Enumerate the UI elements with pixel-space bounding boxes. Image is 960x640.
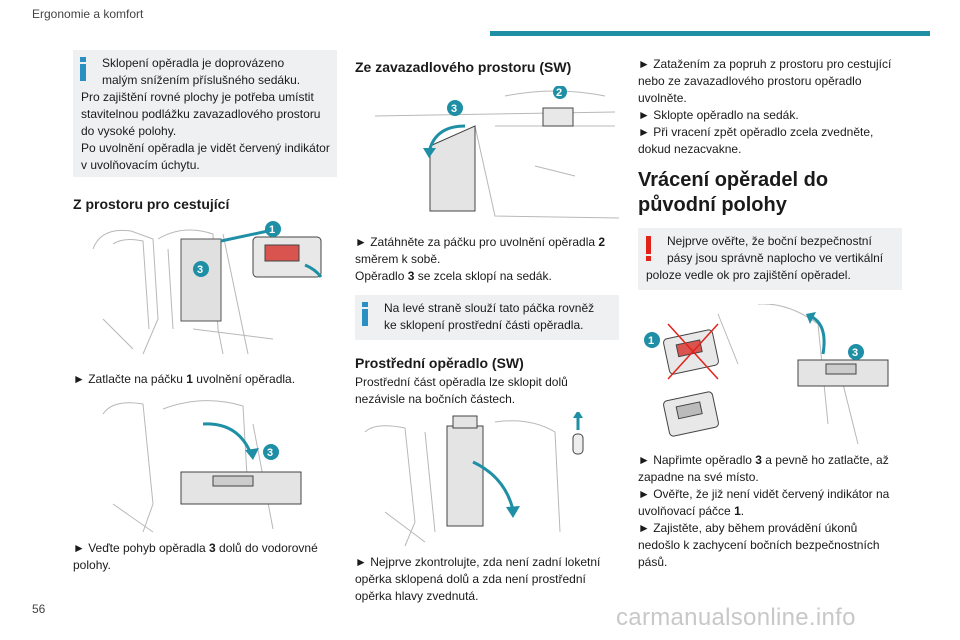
- watermark: carmanualsonline.info: [616, 604, 856, 631]
- section-heading: Z prostoru pro cestující: [73, 196, 230, 212]
- step-fold-seatback: ► Sklopte opěradlo na sedák.: [638, 108, 799, 122]
- note-line-2: ke sklopení prostřední části opěradla.: [384, 318, 584, 332]
- step-release-strap: ► Zatažením za popruh z prostoru pro ces…: [638, 57, 892, 105]
- note-line-1: Sklopení opěradla je doprovázeno: [102, 56, 285, 70]
- step-raise-seatback: ► Při vracení zpět opěradlo zcela zvedně…: [638, 125, 874, 156]
- badge-3: 3: [852, 347, 858, 359]
- badge-2: 2: [556, 87, 562, 99]
- figure-return-seatback: 3 1: [644, 304, 889, 445]
- step-check-armrest: ► Nejprve zkontrolujte, zda není zadní l…: [355, 555, 601, 603]
- badge-3: 3: [197, 264, 203, 276]
- note-line-2: malým snížením příslušného sedáku.: [102, 73, 301, 87]
- step-check-belts: ► Zajistěte, aby během provádění úkonů n…: [638, 521, 880, 569]
- step-seatback-folds: Opěradlo 3 se zcela sklopí na sedák.: [355, 269, 552, 283]
- badge-1: 1: [648, 335, 654, 347]
- info-note: Na levé straně slouží tato páčka rovněž …: [355, 295, 619, 340]
- column-middle: Ze zavazadlového prostoru (SW) 3 2 ► Zat…: [355, 50, 619, 605]
- figure-middle-seatback: [364, 412, 584, 547]
- note-paragraph-1: Pro zajištění rovné plochy je potřeba um…: [81, 90, 321, 138]
- note-line-1: Na levé straně slouží tato páčka rovněž: [384, 301, 595, 315]
- header-accent-bar: [490, 31, 930, 36]
- step-pull-lever: ► Zatáhněte za páčku pro uvolnění opěrad…: [355, 235, 606, 266]
- section-heading: Prostřední opěradlo (SW): [355, 355, 524, 371]
- figure-seatback-folded: 3: [102, 400, 302, 533]
- column-left: Sklopení opěradla je doprovázeno malým s…: [73, 50, 337, 574]
- paragraph-middle-seatback: Prostřední část opěradla lze sklopit dol…: [355, 375, 568, 406]
- info-icon: [362, 302, 368, 326]
- step-push-lever: ► Zatlačte na páčku 1 uvolnění opěradla.: [73, 372, 296, 386]
- figure-trunk-release: 3 2: [374, 86, 619, 219]
- info-note: Sklopení opěradla je doprovázeno malým s…: [73, 50, 337, 177]
- warning-line-2: pásy jsou správně naplocho ve vertikální: [667, 251, 884, 265]
- page-number: 56: [32, 602, 46, 616]
- badge-1: 1: [269, 224, 275, 236]
- section-heading: Ze zavazadlového prostoru (SW): [355, 59, 572, 75]
- warning-note: Nejprve ověřte, že boční bezpečnostní pá…: [638, 228, 902, 290]
- info-icon: [80, 57, 86, 81]
- note-paragraph-2: Po uvolnění opěradla je vidět červený in…: [81, 141, 330, 172]
- badge-3: 3: [451, 103, 457, 115]
- column-right: ► Zatažením za popruh z prostoru pro ces…: [638, 50, 902, 571]
- step-guide-seatback: ► Veďte pohyb opěradla 3 dolů do vodorov…: [73, 541, 318, 572]
- warning-icon: [646, 236, 651, 261]
- step-straighten-seatback: ► Napřimte opěradlo 3 a pevně ho zatlačt…: [638, 453, 889, 484]
- badge-3: 3: [267, 447, 273, 459]
- step-check-indicator: ► Ověřte, že již není vidět červený indi…: [638, 487, 890, 518]
- running-header: Ergonomie a komfort: [32, 7, 144, 21]
- figure-rear-seat-release: 1 3: [92, 221, 323, 355]
- section-heading: Vrácení opěradel do původní polohy: [638, 169, 829, 216]
- warning-line-1: Nejprve ověřte, že boční bezpečnostní: [667, 234, 872, 248]
- warning-line-3: poloze vedle ok pro zajištění opěradel.: [646, 268, 851, 282]
